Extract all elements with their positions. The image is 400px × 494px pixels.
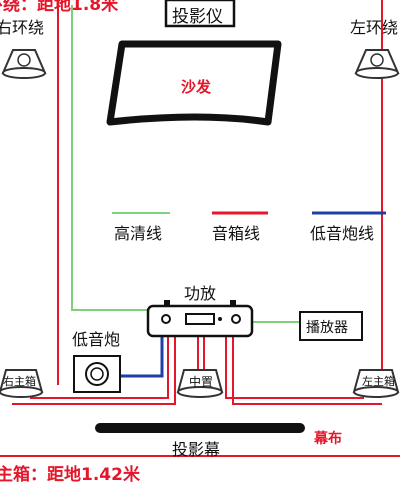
projection-screen-label: 投影幕 bbox=[172, 440, 221, 459]
legend-speaker-cable: 音箱线 bbox=[212, 224, 261, 243]
projector-box bbox=[164, 0, 236, 28]
subwoofer-cable bbox=[120, 336, 164, 378]
subwoofer-label: 低音炮 bbox=[72, 330, 121, 349]
legend-subwoofer-cable: 低音炮线 bbox=[310, 224, 375, 243]
player-label: 播放器 bbox=[306, 320, 348, 336]
front-right-speaker bbox=[0, 369, 44, 398]
surround-right-speaker bbox=[1, 49, 47, 79]
hd-cable-projector-amp bbox=[71, 5, 148, 311]
amplifier-unit bbox=[146, 300, 254, 338]
sofa-shape bbox=[106, 40, 282, 126]
front-right-label: 右主箱 bbox=[3, 375, 36, 388]
amplifier-label: 功放 bbox=[184, 284, 217, 303]
screen-fabric-label: 幕布 bbox=[314, 431, 342, 447]
sofa-label: 沙发 bbox=[181, 78, 212, 96]
front-left-speaker bbox=[352, 369, 400, 398]
speaker-wires bbox=[12, 336, 382, 405]
surround-left-speaker bbox=[354, 49, 400, 79]
projector-label: 投影仪 bbox=[172, 7, 223, 27]
center-speaker bbox=[176, 369, 224, 398]
top-note: 环绕：距地1.8米 bbox=[0, 0, 119, 15]
bottom-note: 主箱：距地1.42米 bbox=[0, 465, 140, 485]
front-left-label: 左主箱 bbox=[362, 375, 395, 388]
surround-left-label: 左环绕 bbox=[350, 18, 399, 37]
player-box bbox=[299, 311, 363, 341]
center-label: 中置 bbox=[189, 375, 214, 389]
subwoofer-unit bbox=[73, 355, 121, 393]
legend-hd-cable: 高清线 bbox=[114, 224, 163, 243]
surround-right-label: 右环绕 bbox=[0, 18, 45, 37]
